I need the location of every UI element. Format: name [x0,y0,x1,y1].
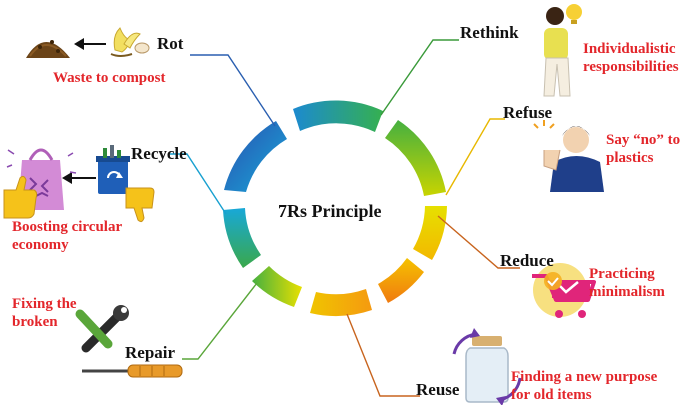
desc-refuse-line-1: Say “no” to [606,132,681,148]
desc-rot: Waste to compost [53,69,166,87]
ring-segment-refuse [385,120,446,196]
connector-rot [190,54,276,127]
ring-segment-repair [252,266,302,307]
person-refusing-hand-icon [533,120,604,192]
connector-recycle [170,153,227,215]
arrows [62,38,106,184]
connector-reuse [346,313,420,397]
connector-refuse [445,118,505,196]
desc-reuse-line-2: for old items [511,387,592,403]
rot-arrowhead [74,38,84,50]
banana-peel-eggshell-icon [110,27,150,57]
glass-jar-icon [452,328,522,405]
desc-repair: Fixing the broken [12,295,77,331]
wrench-screwdriver-icon [75,305,129,353]
label-reduce: Reduce [500,251,554,270]
center-title: 7Rs Principle [278,201,382,221]
label-refuse: Refuse [503,103,553,122]
connector-repair [182,282,258,360]
desc-reduce-line-1: Practicing [589,266,655,282]
ring-segment-rethink [293,100,383,132]
connector-lines [170,39,520,397]
connector-reduce [437,215,520,269]
desc-recycle-line-1: Boosting circular [12,219,123,235]
desc-reduce: Practicing minimalism [589,265,665,301]
desc-reduce-line-2: minimalism [589,284,665,300]
label-recycle: Recycle [131,144,187,163]
desc-refuse-line-2: plastics [606,150,654,166]
thumbs-up-icon [3,175,38,219]
desc-recycle-line-2: economy [12,237,69,253]
recycle-bin-icon [96,145,130,194]
thumbs-down-icon [125,187,155,223]
recycle-arrowhead [62,172,72,184]
desc-rot-line-1: Waste to compost [53,70,166,86]
desc-reuse-line-1: Finding a new purpose [511,369,658,385]
thinking-person-lightbulb-icon [543,4,582,97]
screwdriver-icon [82,364,183,378]
shopping-cart-icon [532,263,596,318]
desc-refuse: Say “no” to plastics [606,131,680,167]
ring-segment-rot [224,121,287,192]
connector-rethink [380,39,459,116]
ring-segment-refuse-lower [413,206,447,260]
desc-repair-line-1: Fixing the [12,296,77,312]
ring-segment-reuse [310,289,372,317]
desc-rethink: Individualistic responsibilities [583,40,679,76]
desc-rethink-line-2: responsibilities [583,59,679,75]
label-rot: Rot [157,34,184,53]
ring [223,100,447,317]
desc-reuse: Finding a new purpose for old items [511,368,657,404]
desc-repair-line-2: broken [12,314,58,330]
label-reuse: Reuse [416,380,460,399]
ring-segment-reduce [378,258,424,303]
desc-rethink-line-1: Individualistic [583,41,676,57]
compost-pile-icon [26,40,70,58]
desc-recycle: Boosting circular economy [12,218,122,254]
label-repair: Repair [125,343,176,362]
ring-segment-recycle [223,208,261,268]
label-rethink: Rethink [460,23,519,42]
